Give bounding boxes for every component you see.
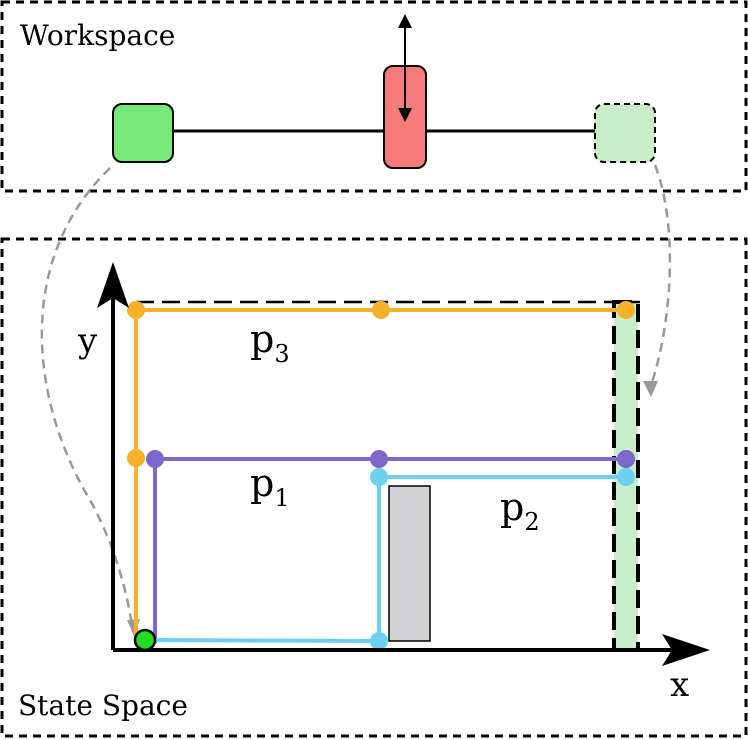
- path-p2: [144, 468, 635, 650]
- y-axis-label: y: [77, 321, 98, 361]
- path-label-p2-letter: p: [500, 485, 524, 529]
- path-p2-node: [370, 468, 388, 486]
- path-p2-node: [617, 468, 635, 486]
- path-p2-line: [144, 475, 626, 644]
- down-arrow-icon: [398, 108, 412, 122]
- path-p3-node: [372, 301, 390, 319]
- path-label-p2-sub: 2: [524, 508, 539, 536]
- workspace-border: [0, 0, 748, 193]
- up-arrow-icon: [398, 14, 412, 28]
- path-label-p1: p1: [250, 461, 290, 512]
- path-label-p3: p3: [250, 317, 290, 368]
- workspace-panel: Workspace: [0, 0, 748, 193]
- path-p3-node: [127, 449, 145, 467]
- goal-mapping-arrowhead-icon: [643, 381, 658, 397]
- start-block: [112, 103, 174, 163]
- start-mapping-arrow: [40, 167, 135, 633]
- goal-block: [594, 103, 656, 163]
- y-axis-arrow-icon: [97, 262, 129, 308]
- path-p3: [127, 301, 635, 641]
- path-p1-node: [370, 450, 388, 468]
- path-p2-node: [370, 632, 388, 650]
- path-label-p2: p2: [500, 485, 540, 536]
- state-space-panel: State Space: [0, 237, 748, 738]
- static-obstacle: [388, 485, 431, 642]
- start-point: [133, 628, 157, 652]
- path-p3-node: [127, 301, 145, 319]
- path-label-p1-letter: p: [250, 461, 274, 505]
- workspace-title: Workspace: [20, 19, 175, 52]
- path-label-p3-sub: 3: [274, 340, 289, 368]
- path-p1-line: [145, 457, 626, 643]
- state-space-border: [0, 237, 748, 738]
- path-label-p3-letter: p: [250, 317, 274, 361]
- state-space-title: State Space: [18, 689, 188, 722]
- x-axis-arrow-icon: [662, 634, 710, 666]
- path-p1-node: [146, 450, 164, 468]
- path-label-p1-sub: 1: [274, 484, 289, 512]
- path-p1-node: [617, 450, 635, 468]
- path-p3-node: [617, 301, 635, 319]
- goal-mapping-arrow: [649, 164, 672, 386]
- x-axis-label: x: [670, 665, 689, 705]
